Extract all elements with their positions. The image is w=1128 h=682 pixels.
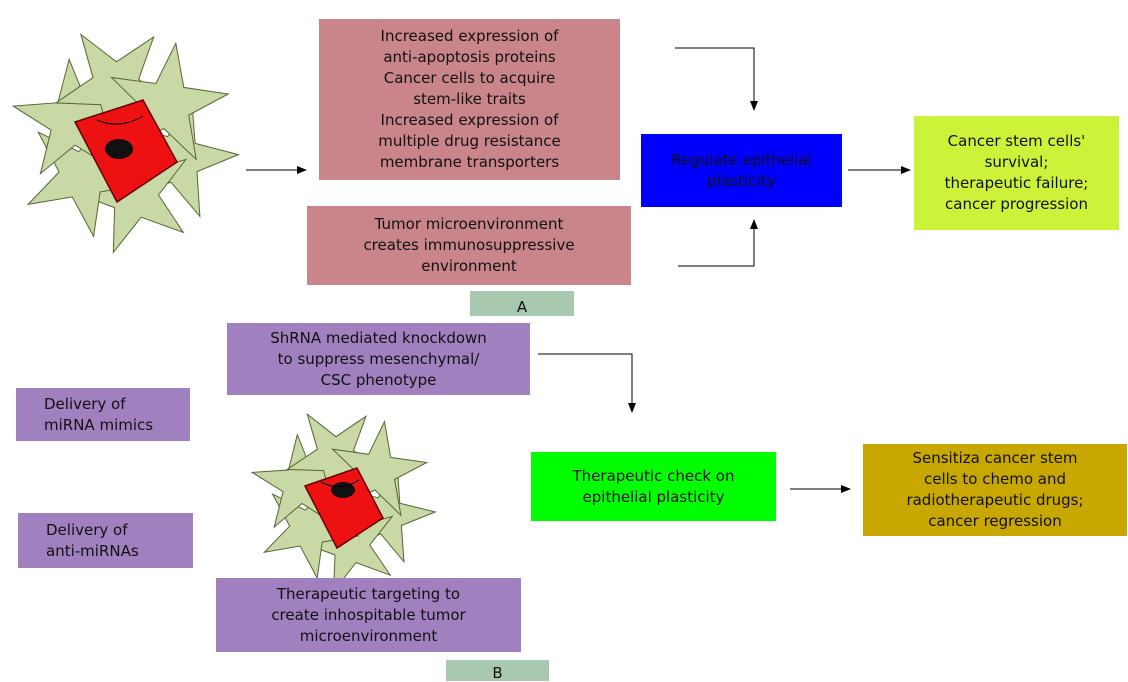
- arrow-shrna-to-check: [538, 353, 636, 413]
- panel-label-a-text: A: [516, 298, 528, 316]
- anti-mirnas-text: Delivery of anti-miRNAs: [46, 520, 139, 560]
- cell-nucleus-a: [105, 139, 133, 159]
- tumor-microenvironment-box: Tumor microenvironment creates immunosup…: [307, 206, 631, 285]
- shrna-knockdown-text: ShRNA mediated knockdown to suppress mes…: [270, 328, 487, 389]
- shrna-knockdown-box: ShRNA mediated knockdown to suppress mes…: [227, 323, 530, 395]
- sensitize-box: Sensitiza cancer stem cells to chemo and…: [863, 444, 1127, 536]
- tumor-microenvironment-text: Tumor microenvironment creates immunosup…: [363, 215, 575, 275]
- cancer-cell-cluster-a: [11, 33, 241, 254]
- therapeutic-check-box: Therapeutic check on epithelial plastici…: [531, 452, 776, 521]
- arrow-mechanisms-to-regulate: [675, 47, 758, 111]
- mechanisms-box: Increased expression of anti-apoptosis p…: [319, 19, 620, 180]
- panel-label-a: A: [470, 291, 574, 316]
- regulate-plasticity-text: Regulate epithelial plasticity: [671, 151, 812, 190]
- therapeutic-targeting-box: Therapeutic targeting to create inhospit…: [216, 578, 521, 652]
- mirna-mimics-text: Delivery of miRNA mimics: [44, 394, 154, 434]
- mirna-mimics-box: Delivery of miRNA mimics: [16, 388, 190, 441]
- cancer-cell-cluster-b: [250, 412, 437, 593]
- sensitize-text: Sensitiza cancer stem cells to chemo and…: [906, 449, 1084, 530]
- regulate-plasticity-box: Regulate epithelial plasticity: [641, 134, 842, 207]
- therapeutic-targeting-text: Therapeutic targeting to create inhospit…: [271, 584, 466, 645]
- arrow-tumor-to-regulate: [678, 219, 758, 267]
- outcome-box-a: Cancer stem cells' survival; therapeutic…: [914, 116, 1119, 230]
- panel-label-b-text: B: [492, 664, 503, 682]
- panel-label-b: B: [446, 660, 549, 681]
- therapeutic-check-text: Therapeutic check on epithelial plastici…: [572, 466, 735, 506]
- outcome-text-a: Cancer stem cells' survival; therapeutic…: [944, 132, 1089, 213]
- mechanisms-text: Increased expression of anti-apoptosis p…: [378, 27, 561, 171]
- cancer-cell-b: [303, 467, 384, 550]
- anti-mirnas-box: Delivery of anti-miRNAs: [18, 513, 193, 568]
